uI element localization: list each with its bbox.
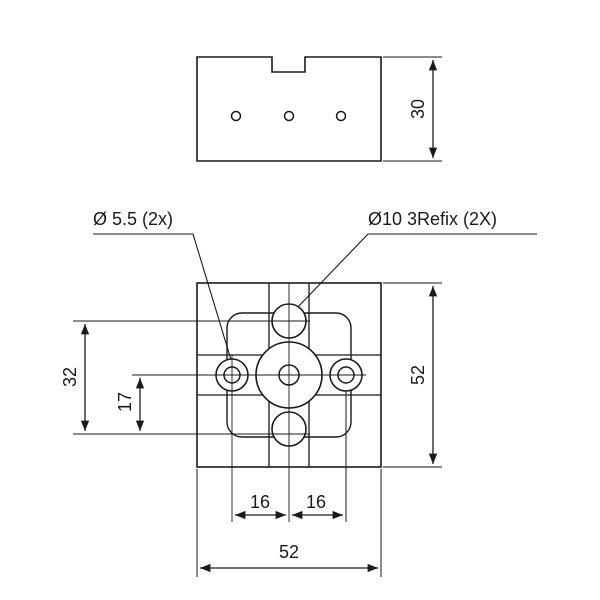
bottom-width-dimension: 52 bbox=[196, 469, 382, 577]
bottom-width-label: 52 bbox=[279, 542, 299, 562]
small-hole-callout: Ø 5.5 (2x) bbox=[93, 209, 173, 229]
refix-hole-callout: Ø10 3Refix (2X) bbox=[368, 209, 497, 229]
top-hole-left bbox=[230, 110, 242, 122]
top-height-label: 30 bbox=[408, 99, 428, 119]
bottom-height-dimension: 52 bbox=[383, 282, 442, 468]
right-16-label: 16 bbox=[306, 492, 326, 512]
vertical-17-dimension: 17 bbox=[115, 374, 230, 431]
leader-lines bbox=[93, 233, 537, 364]
horizontal-16-dimensions: 16 16 bbox=[235, 391, 347, 522]
centerlines bbox=[212, 283, 366, 522]
vertical-32-dimension: 32 bbox=[60, 320, 310, 435]
top-height-dimension: 30 bbox=[383, 56, 442, 162]
top-block bbox=[196, 56, 382, 162]
vertical-17-label: 17 bbox=[115, 392, 135, 412]
vertical-32-label: 32 bbox=[60, 367, 80, 387]
bottom-height-label: 52 bbox=[408, 365, 428, 385]
top-hole-right bbox=[335, 110, 347, 122]
left-16-label: 16 bbox=[250, 492, 270, 512]
top-hole-center bbox=[283, 110, 295, 122]
